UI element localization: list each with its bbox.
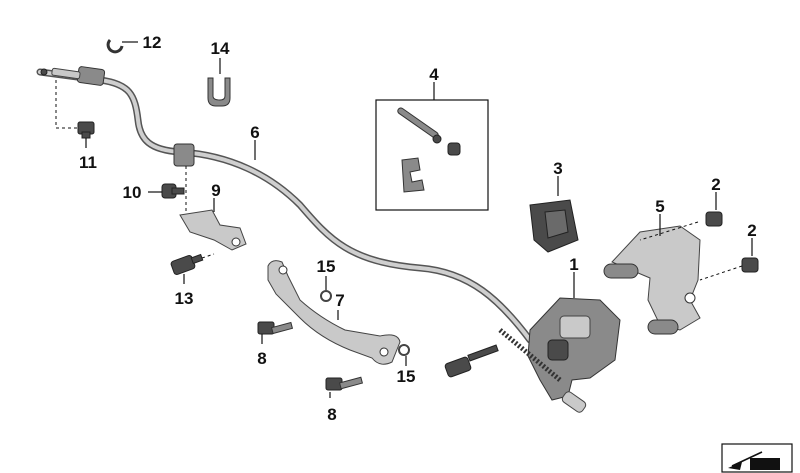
screw-8b[interactable] [325,376,364,391]
arrow-icon[interactable] [721,443,793,473]
kit-spring[interactable] [401,157,425,193]
callout-13: 13 [175,289,194,308]
callout-7: 7 [335,291,344,310]
screw-8a[interactable] [257,321,294,335]
leader-lines [55,41,753,398]
callout-15a: 15 [317,257,336,276]
brake-pads[interactable] [529,199,579,253]
callout-4: 4 [429,65,439,84]
callout-11: 11 [79,153,97,172]
hose-clip[interactable] [106,38,124,54]
pipe-clamp[interactable] [207,77,231,107]
bolt-10[interactable] [161,183,185,199]
brake-caliper[interactable] [498,297,621,414]
callout-2b: 2 [747,221,756,240]
callout-8a: 8 [257,349,266,368]
bracket-9[interactable] [179,209,247,251]
bracket-7[interactable] [267,260,401,365]
caliper-bolt[interactable] [444,344,499,378]
bolt-2a[interactable] [705,211,723,227]
callout-3: 3 [553,159,562,178]
callout-8b: 8 [327,405,336,424]
caliper-carrier[interactable] [603,225,701,335]
callout-9: 9 [211,181,220,200]
kit-box [375,99,489,211]
callout-15b: 15 [397,367,416,386]
callout-1: 1 [569,255,578,274]
callout-6: 6 [250,123,259,142]
callout-5: 5 [655,197,664,216]
brake-hose[interactable] [36,66,534,344]
kit-nut[interactable] [447,142,461,156]
callout-14: 14 [211,39,230,58]
washer-15b[interactable] [398,344,410,356]
washer-15a[interactable] [320,290,332,302]
bolt-2b[interactable] [741,257,759,273]
callout-10: 10 [123,183,142,202]
callout-2a: 2 [711,175,720,194]
screw-11[interactable] [77,121,95,139]
screw-13[interactable] [170,253,204,275]
callout-12: 12 [143,33,162,52]
kit-pin[interactable] [397,107,442,144]
